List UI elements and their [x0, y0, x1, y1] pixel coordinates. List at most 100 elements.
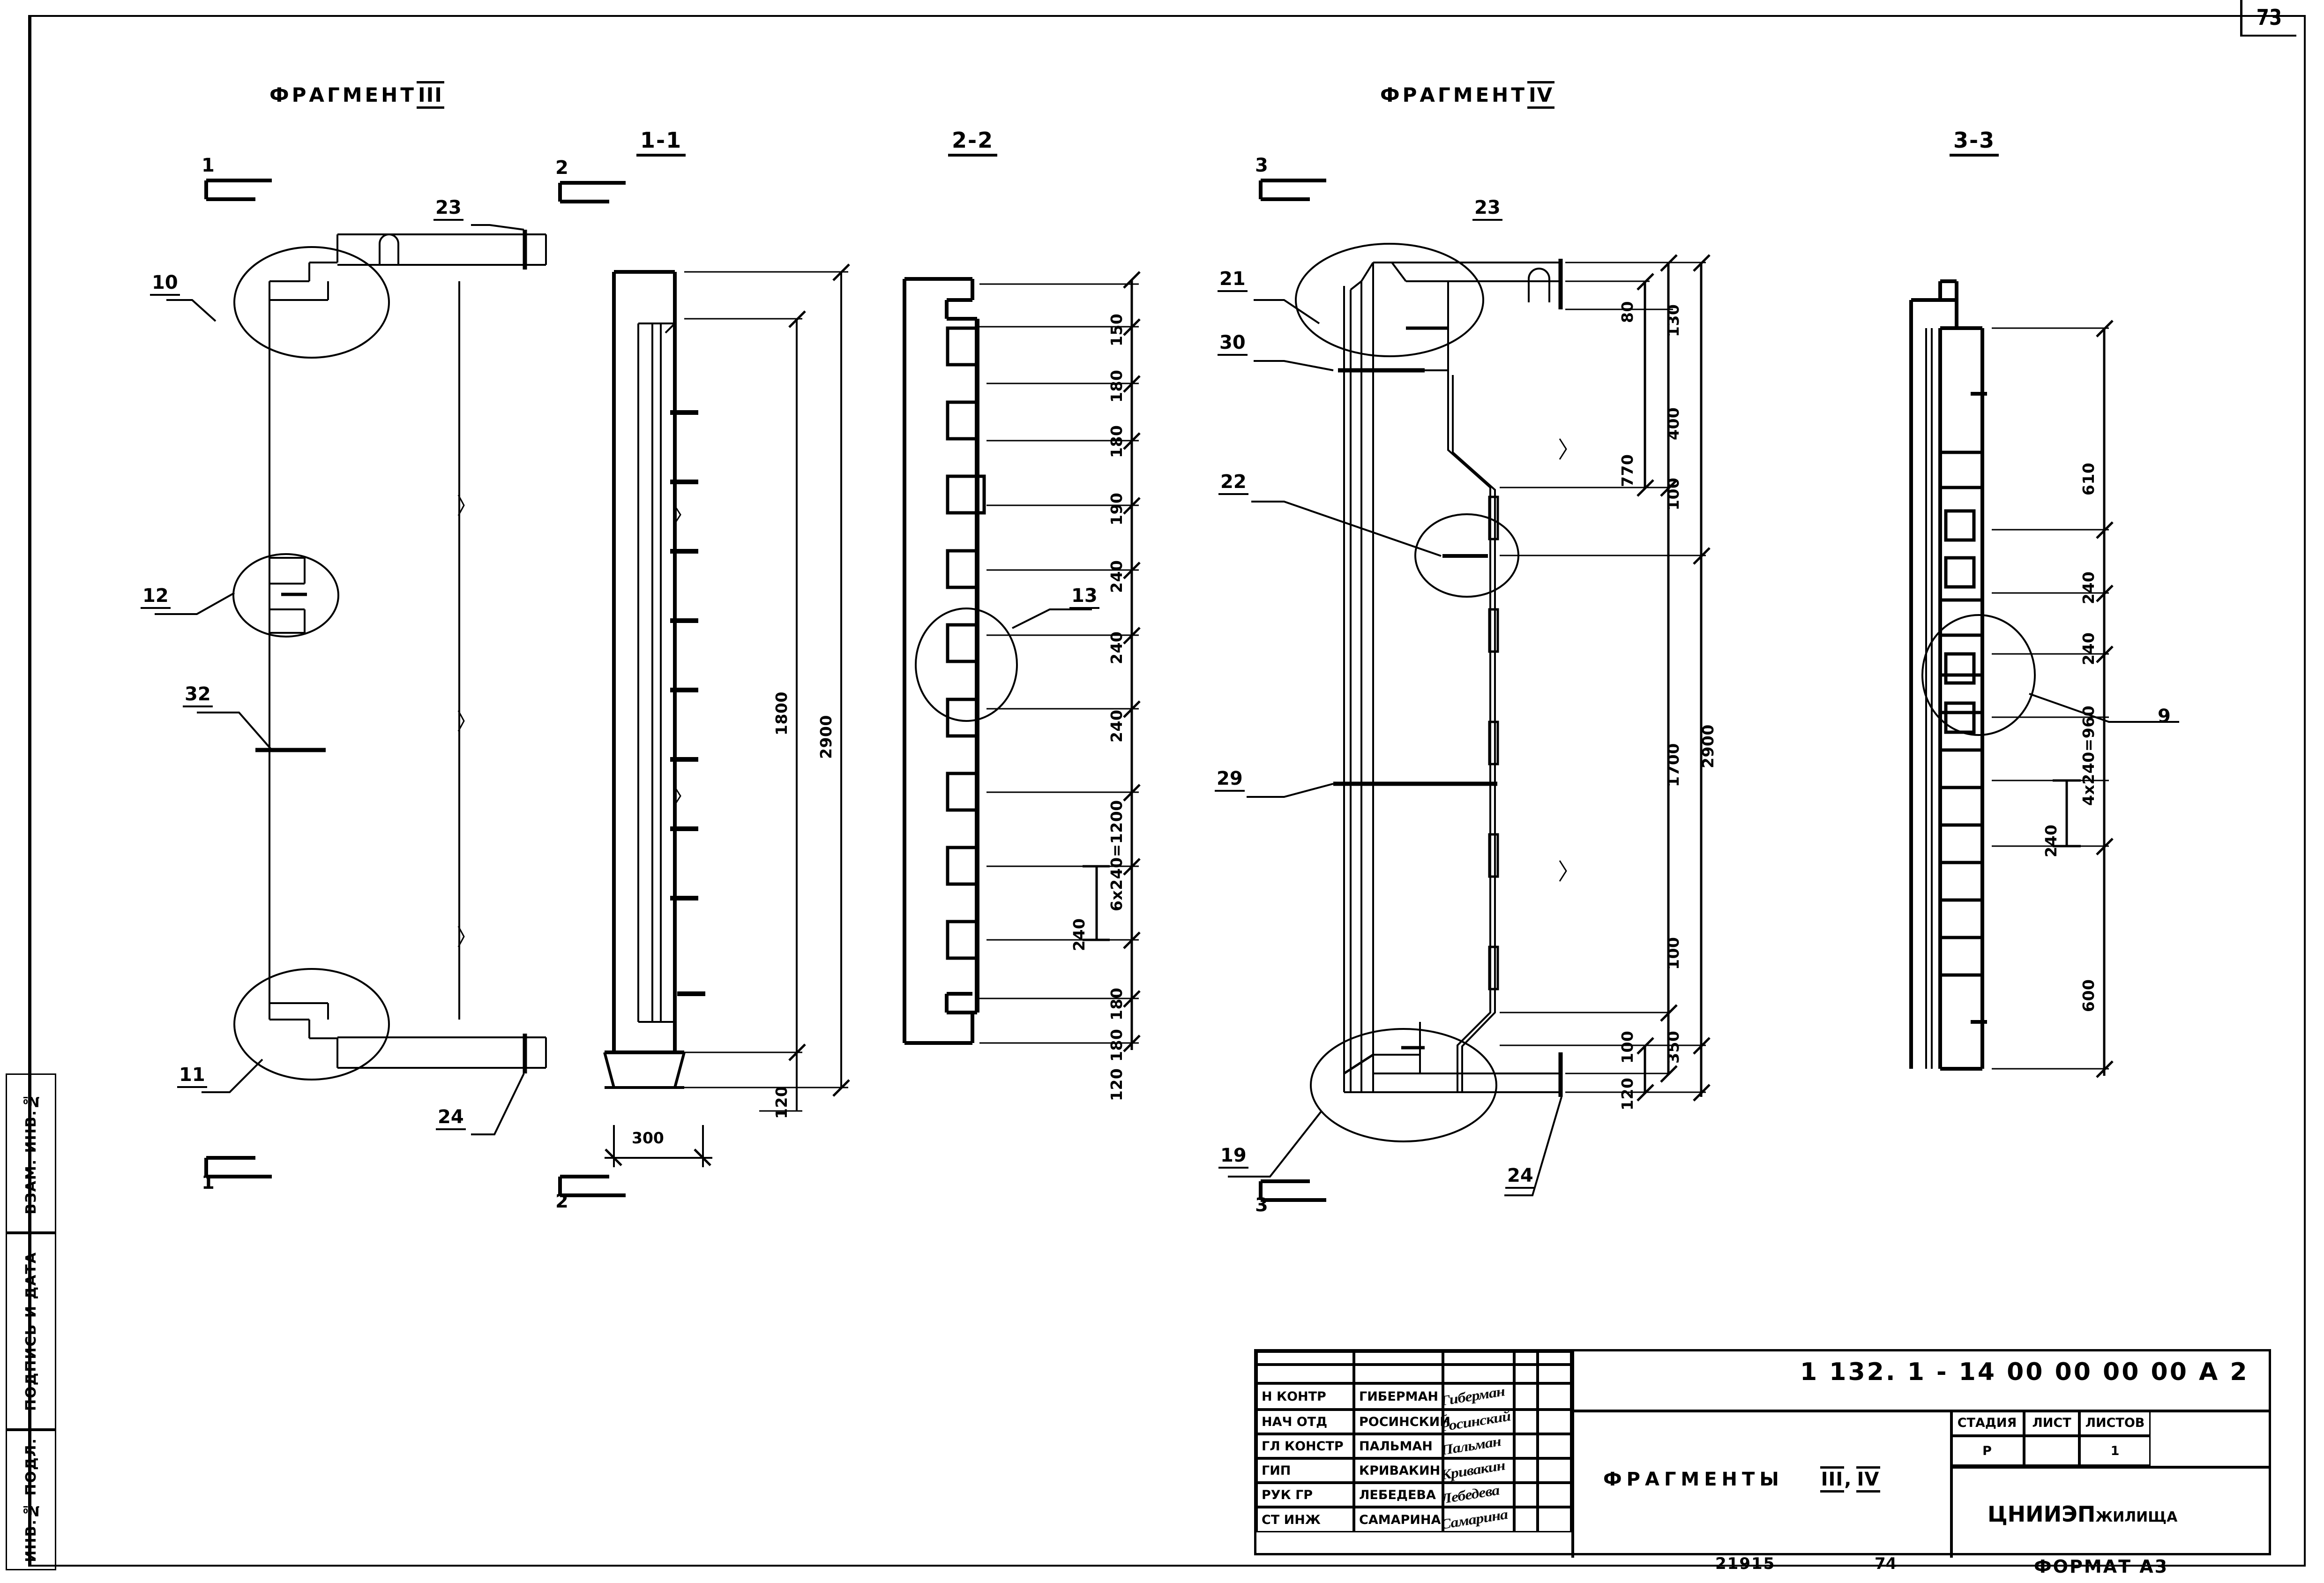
dim-1-1-2900-text: 2900 — [817, 715, 835, 759]
callout-9-text: 9 — [2158, 705, 2171, 727]
archive-number: 21915 — [1715, 1554, 1775, 1573]
tb-stage-header-2-text: ЛИСТОВ — [2085, 1415, 2145, 1430]
section-mark-1-top: 1 — [202, 155, 215, 176]
callout-23-frag3: 23 — [433, 197, 463, 221]
callout-21-text: 21 — [1219, 268, 1246, 290]
tb-divider-under-code — [1571, 1410, 2271, 1412]
dim-2-2-180a-text: 180 — [1107, 369, 1126, 403]
dim-2-2-150-text: 150 — [1107, 313, 1126, 346]
archive-year: 74 — [1875, 1554, 1897, 1573]
tb-sign-1: Росинский — [1443, 1410, 1514, 1434]
section-mark-3-bottom-text: 3 — [1255, 1194, 1268, 1216]
tb-name-5: САМАРИНА — [1354, 1507, 1443, 1532]
callout-12: 12 — [141, 585, 171, 609]
tb-date-3 — [1514, 1458, 1538, 1483]
tb-rev-r2c4 — [1514, 1365, 1538, 1383]
tb-date-1 — [1514, 1410, 1538, 1434]
section-mark-3-bottom: 3 — [1255, 1194, 1268, 1216]
tb-stage-value-0-text: Р — [1982, 1443, 1992, 1458]
callout-19: 19 — [1218, 1145, 1248, 1169]
callout-30: 30 — [1218, 332, 1248, 356]
dim-2-2-180d: 180 — [1107, 1029, 1126, 1062]
tb-sign-4: Лебедева — [1443, 1483, 1514, 1507]
callout-10-text: 10 — [152, 272, 178, 293]
dim-3-3-4x240-text: 4х240=960 — [2079, 705, 2098, 806]
fragment3-heading-text: ФРАГМЕНТ — [269, 83, 417, 106]
callout-22-text: 22 — [1220, 471, 1247, 493]
dim-3-3-240a: 240 — [2079, 571, 2098, 604]
tb-stage-header-0: СТАДИЯ — [1950, 1410, 2024, 1436]
format-note: ФОРМАТ А3 — [2034, 1556, 2168, 1577]
section-mark-3-top-text: 3 — [1255, 155, 1268, 176]
dim-3-3-610-text: 610 — [2079, 462, 2098, 495]
dim-4-100b: 100 — [1664, 937, 1682, 970]
callout-24-frag3: 24 — [436, 1106, 466, 1130]
dim-4-120: 120 — [1618, 1078, 1637, 1110]
tb-role-3: ГИП — [1256, 1458, 1354, 1483]
tb-rev-r1c4 — [1514, 1351, 1538, 1365]
callout-19-text: 19 — [1220, 1145, 1247, 1166]
tb-date-5 — [1514, 1507, 1538, 1532]
dim-4-770: 770 — [1618, 454, 1637, 487]
dim-2-2-180b-text: 180 — [1107, 425, 1126, 458]
stamp-cell-vzam-inv: ВЗАМ. ИНВ.№ — [6, 1073, 56, 1233]
dim-4-1700-text: 1700 — [1664, 743, 1682, 787]
document-code: 1 132. 1 - 14 00 00 00 00 А 2 — [1800, 1358, 2249, 1386]
callout-10: 10 — [150, 272, 180, 296]
tb-sign-5-text: Самарина — [1443, 1507, 1509, 1532]
callout-32-text: 32 — [185, 683, 211, 705]
tb-sign-4-text: Лебедева — [1443, 1483, 1501, 1507]
dim-2-2-240d: 240 — [1070, 918, 1088, 951]
drawing-name-roman-1: III — [1820, 1466, 1845, 1493]
sheet-border — [28, 15, 2306, 1567]
tb-rev-r2c5 — [1538, 1365, 1571, 1383]
dim-2-2-190-text: 190 — [1107, 492, 1126, 525]
callout-23-frag3-text: 23 — [435, 197, 462, 218]
callout-13-text: 13 — [1071, 585, 1098, 607]
dim-4-130: 130 — [1664, 304, 1682, 337]
dim-3-3-600-text: 600 — [2079, 979, 2098, 1012]
dim-2-2-240d-text: 240 — [1070, 918, 1088, 951]
stamp-cell-podpis-data: ПОДПИСЬ И ДАТА — [6, 1233, 56, 1430]
fragment3-heading: ФРАГМЕНТIII — [269, 81, 444, 109]
dim-4-2900: 2900 — [1699, 724, 1717, 768]
tb-role-4-text: РУК ГР — [1262, 1487, 1313, 1502]
dim-2-2-150: 150 — [1107, 314, 1126, 346]
tb-name-5-text: САМАРИНА — [1359, 1512, 1441, 1527]
tb-name-3-text: КРИВАКИН — [1359, 1463, 1441, 1478]
tb-date-0 — [1514, 1383, 1538, 1410]
dim-2-2-180c: 180 — [1107, 988, 1126, 1020]
dim-3-3-4x240: 4х240=960 — [2079, 705, 2098, 806]
callout-12-text: 12 — [142, 585, 169, 607]
dim-2-2-180d-text: 180 — [1107, 1028, 1126, 1062]
dim-2-2-240c-text: 240 — [1107, 709, 1126, 743]
tb-name-1-text: РОСИНСКИЙ — [1359, 1414, 1450, 1429]
callout-23-frag4-text: 23 — [1474, 197, 1501, 218]
section-3-3-title-text: 3-3 — [1953, 128, 1995, 153]
fragment4-heading: ФРАГМЕНТIV — [1380, 81, 1555, 109]
callout-13: 13 — [1069, 585, 1099, 609]
archive-year-text: 74 — [1875, 1554, 1897, 1573]
tb-role-1: НАЧ ОТД — [1256, 1410, 1354, 1434]
callout-24-frag4-text: 24 — [1507, 1165, 1533, 1186]
tb-sign-0-text: Гиберман — [1443, 1383, 1506, 1409]
tb-name-0-text: ГИБЕРМАН — [1359, 1389, 1438, 1404]
section-mark-1-bottom-text: 1 — [202, 1172, 215, 1193]
callout-32: 32 — [183, 683, 213, 707]
section-1-1-title-text: 1-1 — [640, 128, 682, 153]
tb-sign-2-text: Пальман — [1443, 1434, 1502, 1458]
section-1-1-title: 1-1 — [636, 128, 686, 157]
tb-name-3: КРИВАКИН — [1354, 1458, 1443, 1483]
dim-4-2900-text: 2900 — [1699, 724, 1717, 768]
title-block: Н КОНТР ГИБЕРМАН Гиберман НАЧ ОТД РОСИНС… — [1254, 1349, 2271, 1558]
tb-stage-value-2-text: 1 — [2110, 1443, 2120, 1458]
tb-stage-value-2: 1 — [2079, 1436, 2151, 1466]
dim-2-2-240c: 240 — [1107, 710, 1126, 743]
dim-2-2-240b-text: 240 — [1107, 631, 1126, 664]
archive-number-text: 21915 — [1715, 1554, 1776, 1573]
dim-4-120-text: 120 — [1618, 1077, 1637, 1110]
section-mark-2-bottom: 2 — [555, 1191, 568, 1212]
callout-29: 29 — [1215, 768, 1245, 792]
drawing-name: ФРАГМЕНТЫ III,IV — [1603, 1466, 1881, 1493]
